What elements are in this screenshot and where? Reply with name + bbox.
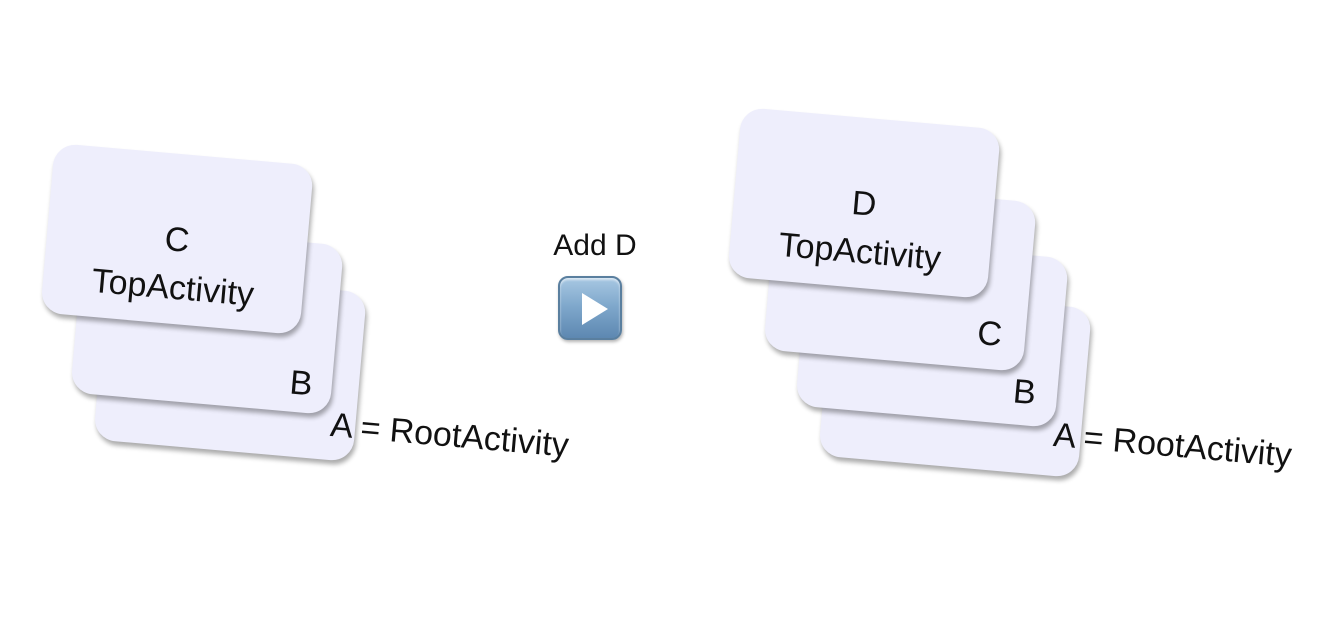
add-activity-label: Add D [553, 229, 637, 262]
play-icon [582, 293, 608, 325]
root-activity-label: A = RootActivity [1051, 416, 1294, 475]
activity-card-b-label: B [1011, 372, 1038, 413]
activity-card-c-label: C [975, 314, 1004, 355]
play-button[interactable] [558, 276, 622, 340]
activity-card-d: D TopActivity [727, 107, 1002, 300]
